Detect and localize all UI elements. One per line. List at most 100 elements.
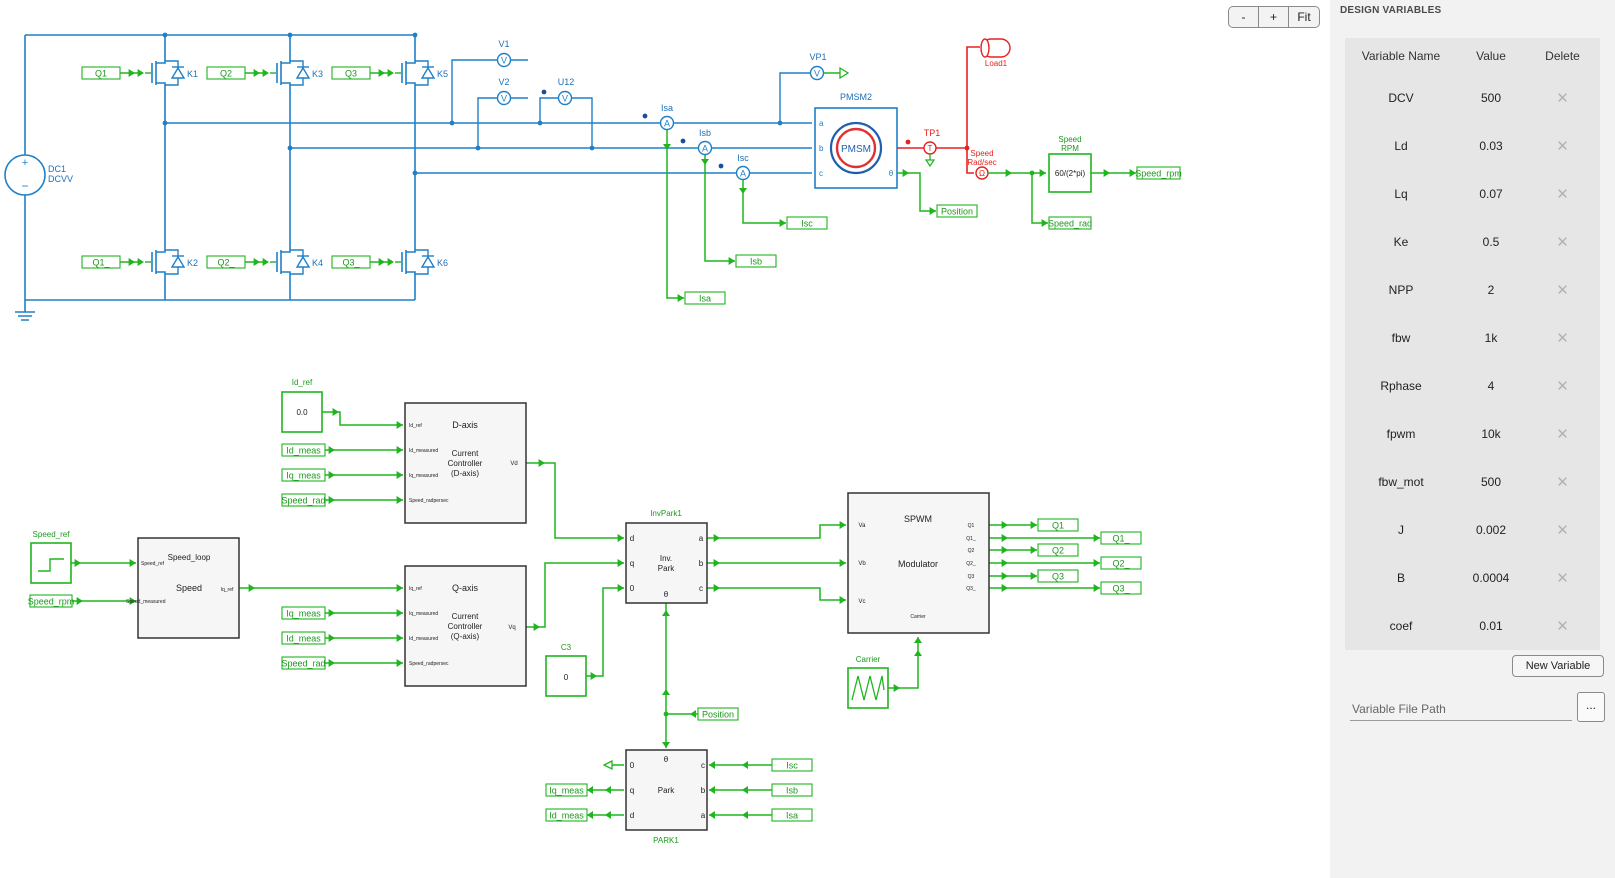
delete-icon[interactable]: ✕: [1556, 90, 1569, 107]
igbt-switch[interactable]: K2: [120, 242, 198, 282]
delete-icon[interactable]: ✕: [1556, 618, 1569, 635]
fit-button[interactable]: Fit: [1297, 10, 1311, 24]
q-axis-input-tag[interactable]: Iq_meas: [281, 606, 326, 620]
d-axis-block[interactable]: [404, 402, 527, 524]
variable-name-cell[interactable]: coef: [1389, 619, 1413, 633]
variable-value-cell[interactable]: 4: [1487, 379, 1495, 393]
gate-output-tag[interactable]: Q2: [1037, 543, 1079, 557]
variable-name-cell[interactable]: Ke: [1393, 235, 1409, 249]
variable-value-cell[interactable]: 0.002: [1475, 523, 1507, 537]
d-axis-input-tag[interactable]: Id_meas: [281, 443, 326, 457]
igbt-switch[interactable]: K1: [120, 53, 198, 93]
mechanical-load[interactable]: Load1: [980, 38, 1011, 68]
d-axis-input-tag[interactable]: Iq_meas: [281, 468, 326, 482]
speed-ref-step[interactable]: Speed_ref: [30, 530, 72, 584]
zoom-in-button[interactable]: +: [1259, 7, 1289, 27]
position-input-tag[interactable]: Position: [697, 707, 739, 721]
gate-signal-tag[interactable]: Q2: [206, 66, 246, 80]
variable-value-cell[interactable]: 0.0004: [1472, 571, 1510, 585]
variable-name-cell[interactable]: fbw: [1391, 331, 1411, 345]
delete-icon[interactable]: ✕: [1556, 186, 1569, 203]
delete-icon[interactable]: ✕: [1556, 330, 1569, 347]
gate-output-tag[interactable]: Q1_: [1100, 531, 1142, 545]
gate-output-tag[interactable]: Q1: [1037, 518, 1079, 532]
variable-value-cell[interactable]: 0.03: [1479, 139, 1503, 153]
c3-constant[interactable]: 0C3: [545, 643, 587, 697]
delete-icon[interactable]: ✕: [1556, 282, 1569, 299]
variable-name-cell[interactable]: Ld: [1394, 139, 1408, 153]
variable-name-cell[interactable]: B: [1396, 571, 1405, 585]
gate-output-tag[interactable]: Q3_: [1100, 581, 1142, 595]
variable-value-cell[interactable]: 1k: [1484, 331, 1498, 345]
variable-value-cell[interactable]: 10k: [1481, 427, 1501, 441]
variable-value-cell[interactable]: 0.01: [1479, 619, 1503, 633]
carrier-source[interactable]: Carrier: [847, 655, 889, 709]
variable-value-cell[interactable]: 500: [1480, 91, 1502, 105]
variable-name-cell[interactable]: J: [1398, 523, 1404, 537]
variable-value-cell[interactable]: 500: [1480, 475, 1502, 489]
q-axis-input-tag[interactable]: Speed_rad: [281, 656, 326, 670]
igbt-switch[interactable]: K5: [370, 53, 448, 93]
delete-icon[interactable]: ✕: [1556, 426, 1569, 443]
variable-name-cell[interactable]: fbw_mot: [1378, 475, 1424, 489]
variable-value-cell[interactable]: 2: [1487, 283, 1495, 297]
variable-value-cell[interactable]: 0.5: [1482, 235, 1500, 249]
delete-icon[interactable]: ✕: [1556, 234, 1569, 251]
park-input-tag[interactable]: Isc: [771, 758, 813, 772]
delete-icon[interactable]: ✕: [1556, 378, 1569, 395]
variable-name-cell[interactable]: NPP: [1388, 283, 1414, 297]
park-rect[interactable]: [625, 749, 708, 831]
gate-output-tag[interactable]: Q3: [1037, 569, 1079, 583]
gate-signal-tag[interactable]: Q1: [81, 66, 121, 80]
delete-icon[interactable]: ✕: [1556, 522, 1569, 539]
park-input-tag[interactable]: Isb: [771, 783, 813, 797]
gate-output-tag[interactable]: Q2_: [1100, 556, 1142, 570]
park-input-tag[interactable]: Isa: [771, 808, 813, 822]
park-output-tag[interactable]: Iq_meas: [545, 783, 588, 797]
gate-signal-tag[interactable]: Q1_: [81, 255, 121, 269]
delete-icon[interactable]: ✕: [1556, 138, 1569, 155]
gate-signal-tag[interactable]: Q2_: [206, 255, 246, 269]
q-axis-input-tag[interactable]: Id_meas: [281, 631, 326, 645]
voltmeter-v1[interactable]: VV1: [496, 39, 512, 68]
speed-rpm-tag[interactable]: Speed_rpm: [1135, 166, 1182, 180]
variable-name-cell[interactable]: Rphase: [1380, 379, 1422, 393]
spwm-block[interactable]: [847, 492, 990, 634]
id-ref-constant[interactable]: 0.0Id_ref: [281, 378, 323, 433]
browse-button[interactable]: ...: [1577, 692, 1605, 722]
isa-out-tag[interactable]: Isa: [684, 291, 726, 305]
isb-out-tag[interactable]: Isb: [735, 254, 777, 268]
variable-file-path-input[interactable]: [1350, 698, 1572, 721]
voltmeter-v2[interactable]: VV2: [496, 77, 512, 106]
speed-loop-block[interactable]: [137, 537, 240, 639]
gate-signal-tag[interactable]: Q3: [331, 66, 371, 80]
igbt-switch[interactable]: K6: [370, 242, 448, 282]
speed-loop-controller[interactable]: Speed_loopSpeedSpeed_refSpeed_measuredIq…: [126, 537, 240, 639]
schematic-svg[interactable]: +−DC1DCVVK1Q1K2Q1_K3Q2K4Q2_K5Q3K6Q3_VV1V…: [0, 0, 1330, 878]
gate-signal-tag[interactable]: Q3_: [331, 255, 371, 269]
variable-name-cell[interactable]: DCV: [1388, 91, 1414, 105]
speed-rad-tag[interactable]: Speed_rad: [1048, 216, 1092, 230]
speed-rpm-input-tag[interactable]: Speed_rpm: [28, 594, 75, 608]
d-axis-input-tag[interactable]: Speed_rad: [281, 493, 326, 507]
park-output-tag[interactable]: Id_meas: [545, 808, 588, 822]
zoom-out-button[interactable]: -: [1229, 7, 1259, 27]
delete-icon[interactable]: ✕: [1556, 474, 1569, 491]
variable-name-cell[interactable]: fpwm: [1386, 427, 1416, 441]
q-axis-block[interactable]: [404, 565, 527, 687]
isc-out-tag[interactable]: Isc: [786, 216, 828, 230]
spwm-modulator[interactable]: SPWMModulatorVaVbVcQ1Q1_Q2Q2_Q3Q3_Carrie…: [847, 492, 990, 634]
igbt-switch[interactable]: K3: [245, 53, 323, 93]
